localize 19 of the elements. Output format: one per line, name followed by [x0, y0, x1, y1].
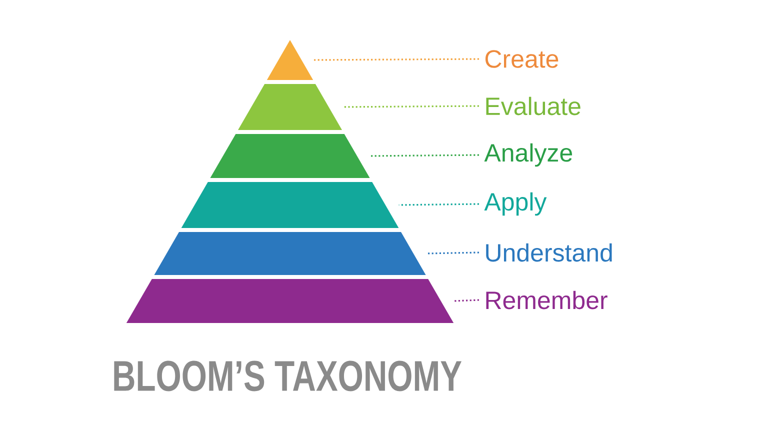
level-label: Analyze — [484, 143, 572, 167]
level-label: Understand — [486, 243, 612, 262]
title: BLOOM’S TAXONOMY — [114, 360, 462, 392]
level-label: Create — [485, 50, 558, 68]
leader-line — [398, 203, 480, 206]
leader-line — [313, 58, 479, 61]
leader-line — [454, 299, 480, 302]
leader-line — [342, 105, 480, 108]
pyramid-band — [266, 40, 314, 80]
pyramid-band — [154, 232, 426, 275]
pyramid-band — [238, 84, 342, 130]
level-label: Evaluate — [486, 96, 580, 116]
pyramid-band — [126, 279, 454, 323]
pyramid-band — [181, 182, 399, 228]
level-label: Remember — [486, 290, 608, 310]
leader-line — [426, 252, 480, 254]
level-label: Apply — [484, 192, 547, 216]
pyramid-band — [210, 134, 370, 178]
leader-line — [370, 154, 480, 157]
